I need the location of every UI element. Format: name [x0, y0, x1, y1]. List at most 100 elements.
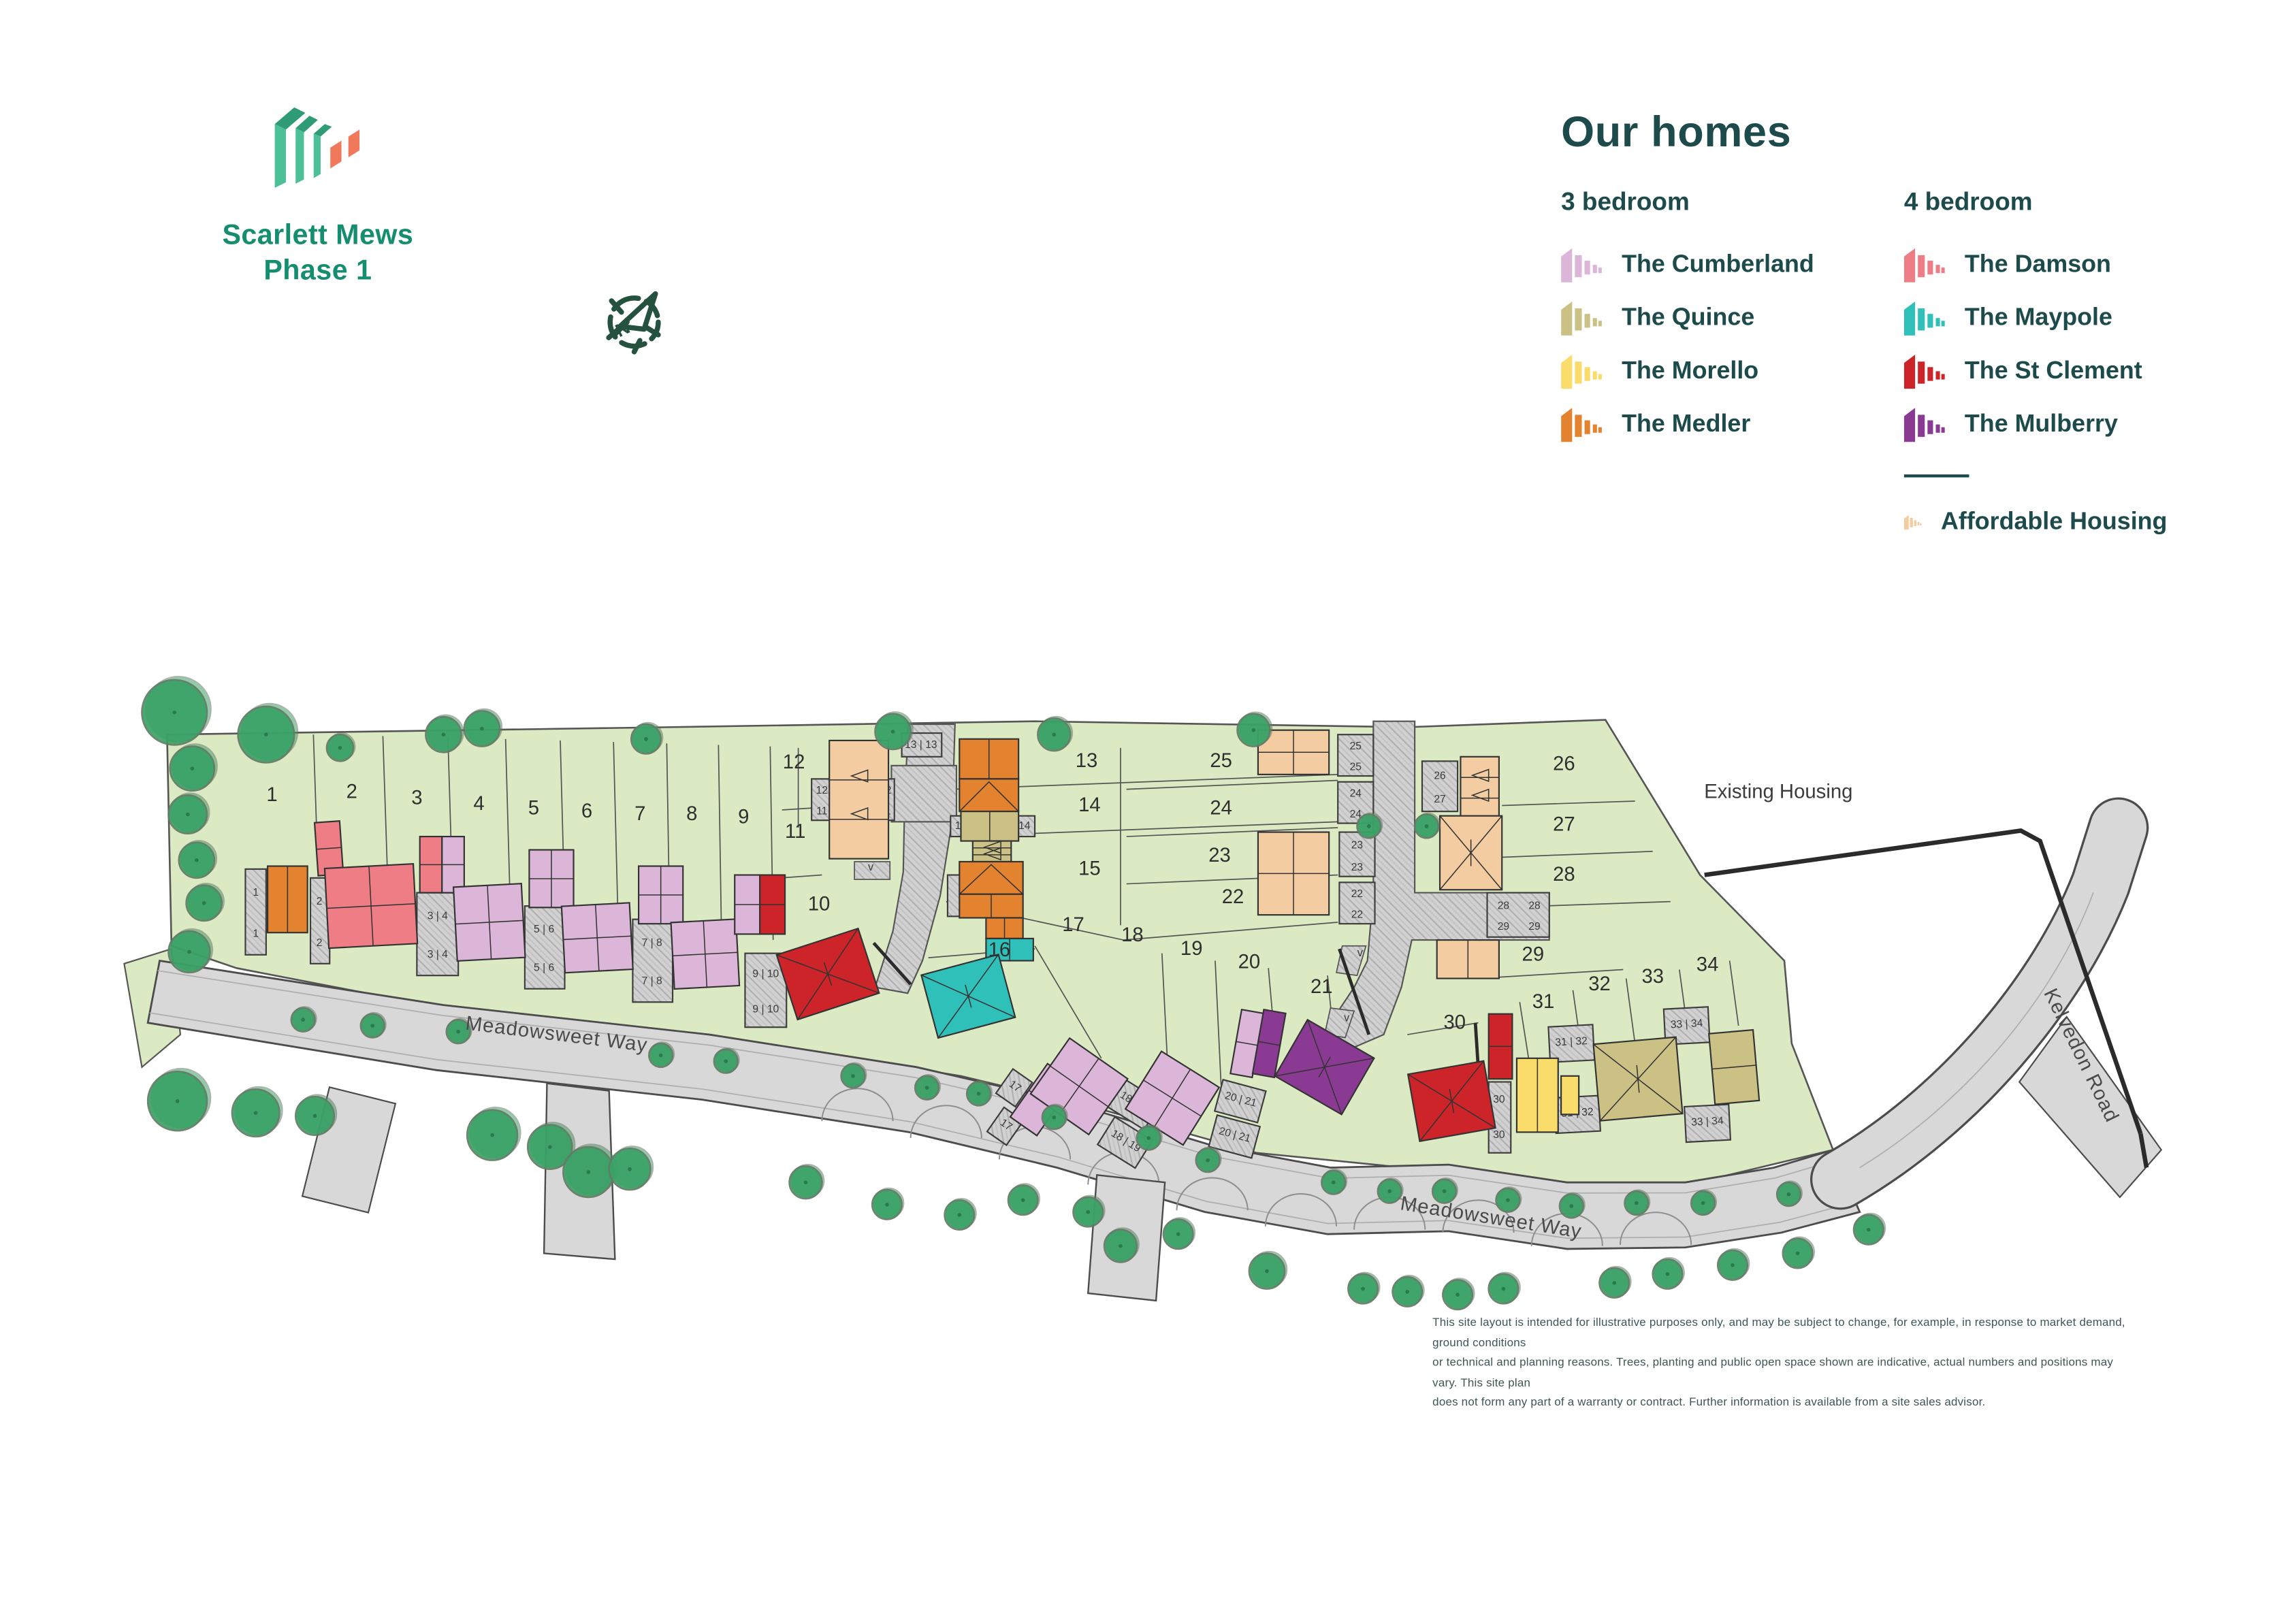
house-damson: [419, 835, 443, 894]
tree: [840, 1062, 867, 1089]
tree: [1624, 1189, 1651, 1216]
tree: [914, 1074, 942, 1101]
driveway: 33 | 34: [1662, 1006, 1711, 1045]
houses: [266, 729, 1760, 1146]
house-type-swatch-icon: [1903, 301, 1945, 336]
house-morello: [1515, 1057, 1559, 1133]
compass-icon: N: [606, 291, 661, 355]
legend-label-medler: The Medler: [1622, 410, 1751, 437]
legend-heading-3bed: 3 bedroom: [1561, 187, 1690, 216]
tree: [1782, 1236, 1815, 1269]
driveway: 20 | 21: [1213, 1078, 1267, 1124]
legend-row-quince: The Quince: [1561, 291, 1824, 344]
tree: [608, 1146, 654, 1191]
house-type-swatch-icon: [1903, 407, 1945, 442]
plot-number-25: 25: [1210, 749, 1232, 772]
driveway-plot-label: 28: [1498, 900, 1510, 911]
driveway-plot-label: 33 | 34: [1670, 1018, 1703, 1030]
tree: [178, 840, 218, 879]
tree: [294, 1094, 338, 1137]
tree: [944, 1198, 977, 1231]
house-damson: [323, 863, 419, 949]
tree: [169, 743, 218, 792]
house-affordable: [1436, 939, 1500, 979]
house-medler: [959, 738, 1020, 780]
plot-number-1: 1: [266, 783, 277, 806]
house-affordable: [1460, 756, 1500, 820]
legend-row-mulberry: The Mulberry: [1903, 397, 2168, 451]
tree: [466, 1107, 521, 1161]
plot-number-18: 18: [1121, 924, 1144, 946]
tree: [1356, 812, 1383, 839]
house-type-swatch-icon: [1561, 354, 1602, 389]
plot-number-28: 28: [1553, 863, 1575, 886]
plot-number-4: 4: [473, 792, 484, 815]
tree: [871, 1187, 905, 1220]
driveway-plot-label: 2: [317, 937, 323, 949]
house-cumberland: [670, 918, 741, 990]
tree: [425, 714, 464, 753]
driveway-plot-label: 5 | 6: [534, 962, 554, 974]
plot-number-9: 9: [738, 806, 749, 828]
tree: [965, 1079, 993, 1107]
house-stclement: [1406, 1060, 1496, 1143]
house-quince: [1708, 1028, 1760, 1105]
legend-row-medler: The Medler: [1561, 397, 1824, 451]
driveway: 11: [244, 868, 267, 956]
tree: [1413, 812, 1441, 839]
driveway-plot-label: 30: [1493, 1094, 1505, 1105]
plot-number-32: 32: [1588, 973, 1611, 995]
plot-number-34: 34: [1696, 954, 1719, 976]
plot-number-7: 7: [634, 802, 645, 825]
driveway-plot-label: 33 | 34: [1691, 1115, 1724, 1128]
legend-label-maypole: The Maypole: [1964, 304, 2112, 331]
house-type-swatch-icon: [1561, 248, 1602, 283]
tree: [1136, 1124, 1163, 1151]
tree: [1162, 1217, 1196, 1250]
plot-number-31: 31: [1532, 990, 1555, 1013]
visitor-parking-marker: v: [868, 861, 874, 873]
tree: [325, 732, 356, 762]
tree: [445, 1018, 472, 1045]
driveway: 31 | 32: [1547, 1024, 1596, 1063]
tree: [463, 708, 503, 747]
house-mulberry: [1274, 1018, 1375, 1116]
plot-number-23: 23: [1208, 844, 1231, 866]
plot-number-21: 21: [1310, 975, 1333, 998]
driveway-plot-label: 1: [253, 928, 259, 940]
plot-number-20: 20: [1238, 950, 1261, 973]
legend-row-maypole: The Maypole: [1903, 291, 2168, 344]
driveway-plot-label: 29: [1528, 921, 1540, 932]
tree: [788, 1163, 825, 1200]
house-cumberland: [1124, 1050, 1221, 1146]
plot-number-33: 33: [1641, 965, 1664, 988]
driveway: 5 | 65 | 6: [524, 905, 566, 990]
plot-number-24: 24: [1210, 796, 1232, 819]
driveway-plot-label: 9 | 10: [752, 1003, 779, 1015]
house-cumberland: [441, 835, 465, 894]
tree: [1007, 1183, 1041, 1216]
driveway-plot-label: 2: [317, 896, 323, 907]
plot-number-22: 22: [1222, 886, 1244, 908]
tree: [1442, 1278, 1475, 1311]
tree: [1236, 711, 1273, 747]
tree: [237, 702, 299, 764]
road-kelvedon: [1810, 797, 2163, 1210]
house-type-swatch-icon: [1903, 354, 1945, 389]
tree: [1690, 1189, 1718, 1216]
tree: [1652, 1256, 1685, 1290]
brand-block: Scarlett Mews Phase 1: [192, 97, 443, 289]
tree: [1852, 1212, 1886, 1246]
driveway: 33 | 34: [1684, 1103, 1732, 1143]
tree: [290, 1006, 317, 1033]
tree: [1377, 1178, 1404, 1204]
house-quince: [1592, 1036, 1684, 1122]
driveway-plot-label: 31 | 32: [1555, 1035, 1588, 1048]
tree: [141, 676, 212, 746]
driveway-plot-label: 30: [1493, 1129, 1505, 1141]
